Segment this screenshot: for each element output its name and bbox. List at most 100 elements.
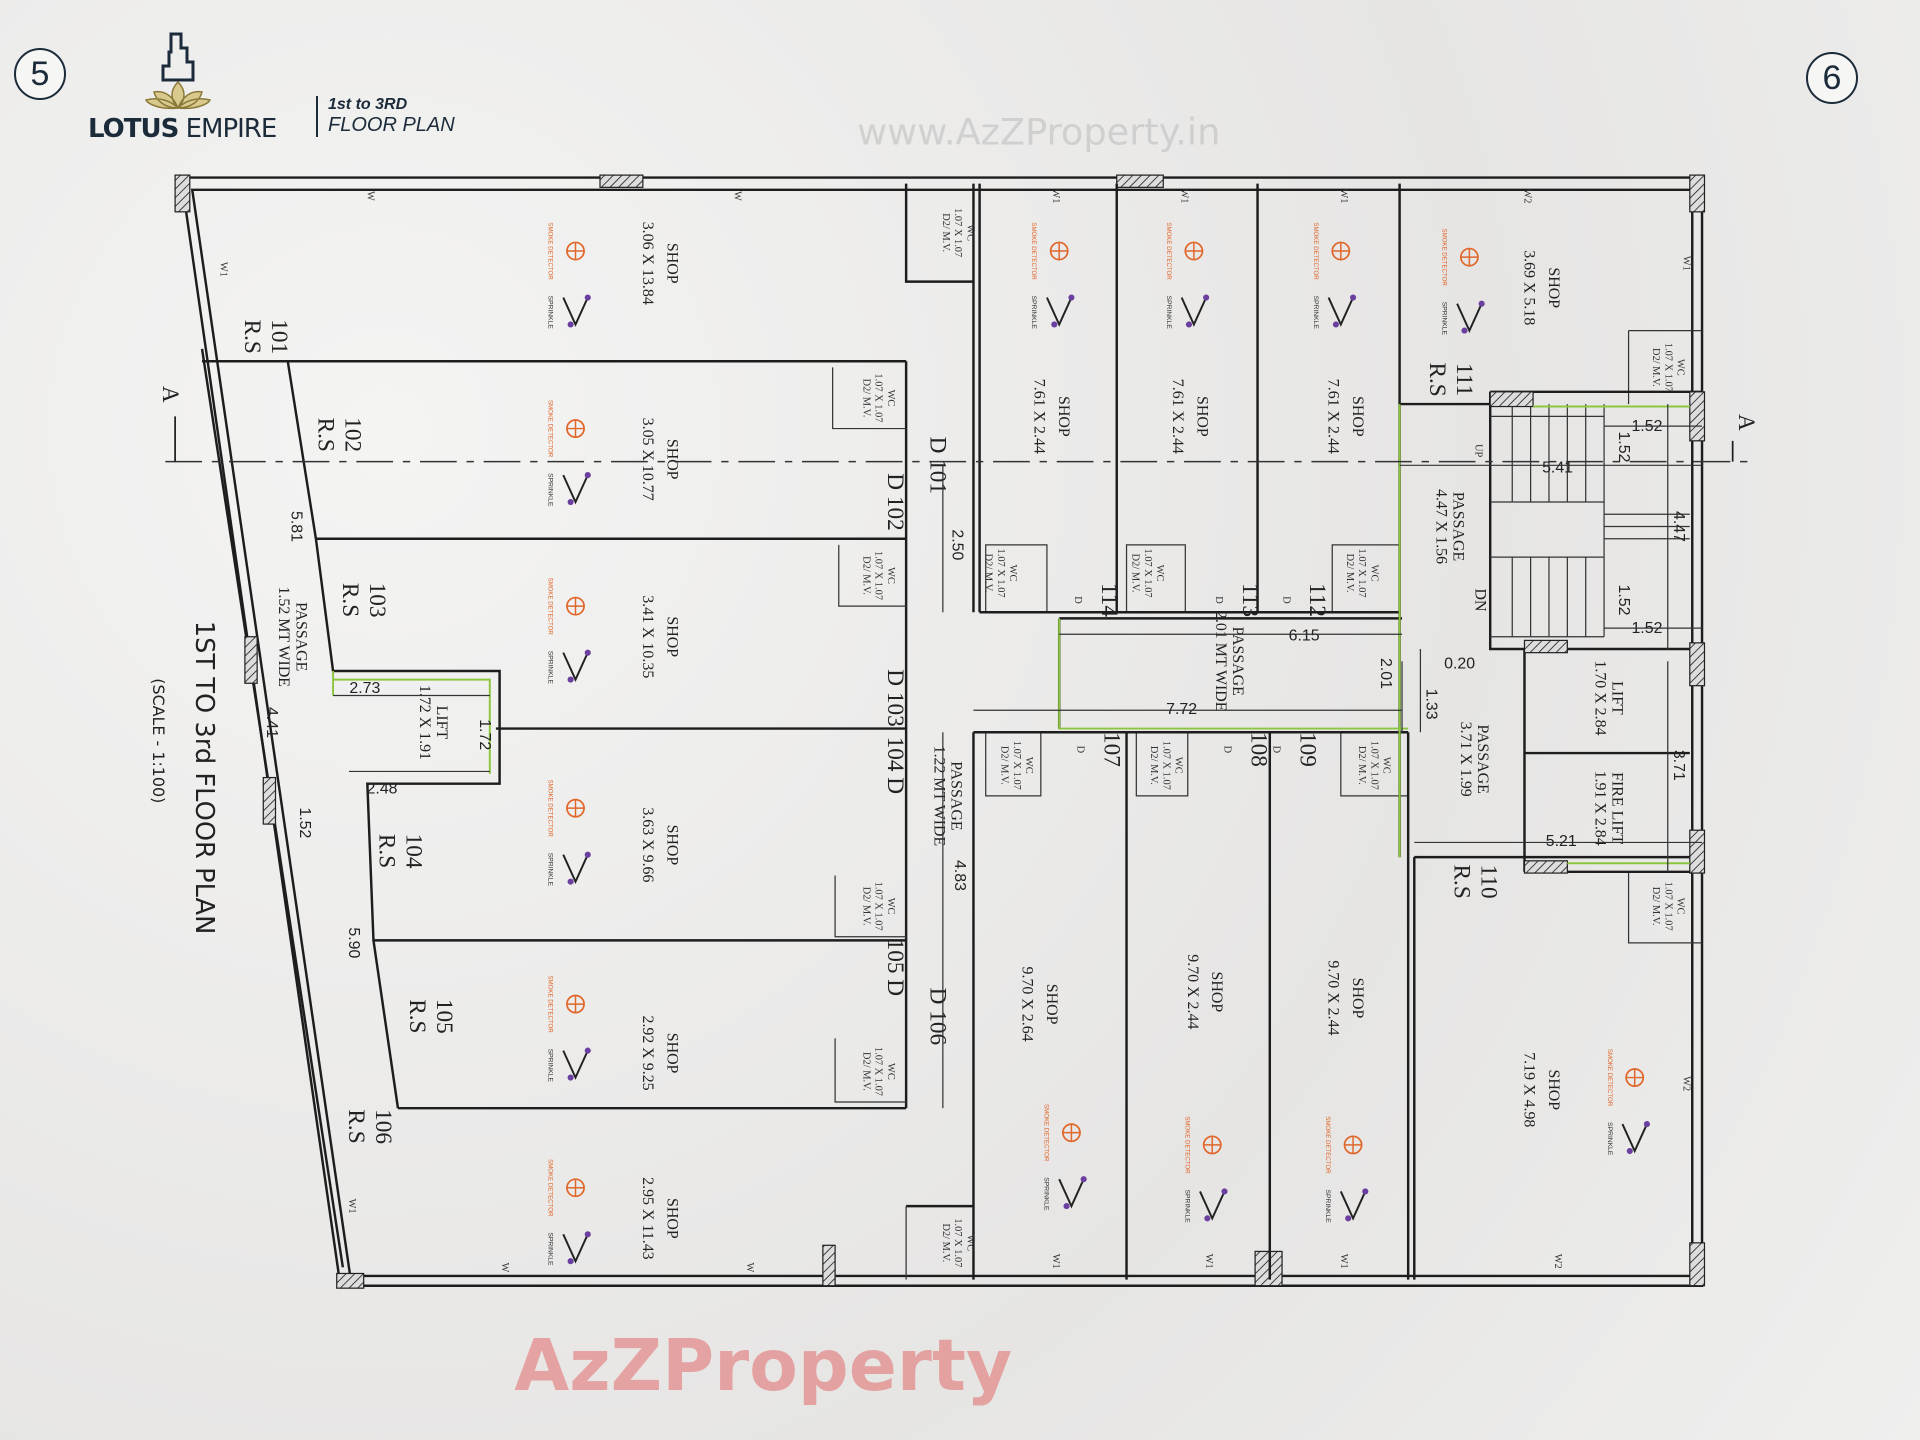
window-label: W2	[1552, 1254, 1563, 1269]
room-size-101: 3.06 X 13.84	[639, 222, 656, 305]
door-mark: D 102	[882, 473, 908, 530]
floor-plan-label: FLOOR PLAN	[328, 114, 455, 136]
wc-label: WC	[1007, 565, 1018, 582]
space-size: 2.01 MT WIDE	[1212, 611, 1229, 712]
sprinkle-label: SPRINKLE	[1440, 302, 1447, 336]
space-size: 1.72 X 1.91	[416, 685, 433, 760]
wc-label: WC	[1368, 565, 1379, 582]
smoke-detector-icon	[566, 419, 585, 438]
wc-label: WC	[964, 1234, 975, 1251]
dimension-label: 5.81	[287, 511, 304, 542]
space-size: 1.70 X 2.84	[1592, 660, 1609, 735]
room-tag-113: D	[1213, 596, 1224, 604]
dimension-label: 0.20	[1444, 656, 1475, 673]
wc-label: WC	[885, 390, 896, 407]
space-name: PASSAGE	[1474, 725, 1491, 794]
stair-up-label: UP	[1473, 444, 1484, 458]
sprinkle-label: SPRINKLE	[1042, 1177, 1049, 1211]
window-label: W	[499, 1262, 510, 1272]
sprinkler-icon	[562, 294, 591, 328]
sprinkle-label: SPRINKLE	[547, 1232, 554, 1266]
room-name-106: SHOP	[663, 1198, 680, 1239]
window-label: W1	[346, 1199, 357, 1214]
sprinkle-label: SPRINKLE	[1183, 1190, 1190, 1224]
room-size-114: 7.61 X 2.44	[1031, 379, 1048, 454]
watermark-logo: AzZProperty	[514, 1324, 1012, 1407]
dimension-label: 2.50	[949, 529, 966, 560]
room-size-106: 2.95 X 11.43	[639, 1177, 656, 1260]
wc-label: 1.07 X 1.07	[1356, 549, 1367, 598]
wc-label: 1.07 X 1.07	[873, 551, 884, 600]
sprinkler-icon	[1180, 294, 1210, 328]
smoke-detector-label: SMOKE DETECTOR	[1165, 222, 1172, 280]
wc-label: D2/ M.V.	[1148, 746, 1159, 785]
wc-label: 1.07 X 1.07	[1160, 741, 1171, 790]
room-number-107: 107	[1098, 732, 1124, 767]
room-tag-102: R.S	[312, 418, 338, 452]
window-label: W1	[217, 262, 228, 277]
window-label: W	[744, 1262, 755, 1272]
wc-label: 1.07 X 1.07	[873, 1047, 884, 1096]
section-marker-right: A	[1733, 414, 1759, 431]
wc-label: WC	[964, 224, 975, 241]
door-mark: 104 D	[882, 737, 908, 794]
space-name: PASSAGE	[1229, 627, 1246, 696]
wc-label: D2/ M.V.	[860, 1052, 871, 1091]
smoke-detector-label: SMOKE DETECTOR	[1030, 222, 1037, 280]
room-name-110: SHOP	[1545, 1069, 1562, 1110]
window-label: W1	[1050, 1254, 1061, 1269]
window-label: W1	[1338, 1254, 1349, 1269]
room-name-109: SHOP	[1349, 978, 1366, 1019]
sprinkle-label: SPRINKLE	[1165, 296, 1172, 330]
room-size-111: 3.69 X 5.18	[1520, 250, 1537, 325]
dimension-label: 1.33	[1423, 689, 1440, 720]
room-name-101: SHOP	[663, 243, 680, 284]
wc-label: D2/ M.V.	[860, 379, 871, 418]
room-tag-114: D	[1072, 596, 1083, 604]
room-number-112: 112	[1304, 583, 1330, 617]
room-number-110: 110	[1476, 865, 1502, 899]
room-name-113: SHOP	[1194, 396, 1211, 437]
room-number-102: 102	[339, 417, 365, 452]
room-number-101: 101	[266, 319, 292, 354]
room-tag-107: D	[1075, 746, 1086, 754]
door-mark: 105 D	[882, 939, 908, 996]
sprinkler-icon	[1058, 1176, 1087, 1210]
sprinkle-label: SPRINKLE	[547, 473, 554, 507]
top-shop-walls	[973, 183, 1491, 858]
room-number-105: 105	[431, 999, 457, 1034]
dimension-label: 4.83	[951, 860, 968, 891]
dimension-label: 1.52	[1615, 431, 1632, 462]
smoke-detector-label: SMOKE DETECTOR	[1606, 1049, 1613, 1107]
space-name: PASSAGE	[1449, 492, 1466, 561]
room-size-102: 3.05 X 10.77	[639, 418, 656, 501]
dimension-label: 6.15	[1289, 627, 1320, 644]
wc-label: 1.07 X 1.07	[873, 373, 884, 422]
wc-label: WC	[1675, 898, 1686, 915]
smoke-detector-icon	[1331, 241, 1351, 261]
smoke-detector-label: SMOKE DETECTOR	[547, 400, 554, 458]
smoke-detector-label: SMOKE DETECTOR	[1042, 1104, 1049, 1162]
dimension-label: 1.52	[296, 807, 313, 838]
room-tag-101: R.S	[239, 320, 265, 354]
smoke-detector-label: SMOKE DETECTOR	[1440, 229, 1447, 287]
room-size-104: 3.63 X 9.66	[639, 807, 656, 882]
smoke-detector-icon	[1459, 247, 1479, 267]
room-tag-109: D	[1270, 746, 1281, 754]
wc-label: WC	[885, 567, 896, 584]
sprinkle-label: SPRINKLE	[547, 651, 554, 685]
room-tag-104: R.S	[374, 834, 400, 868]
smoke-detector-label: SMOKE DETECTOR	[547, 975, 554, 1033]
smoke-detector-label: SMOKE DETECTOR	[547, 577, 554, 635]
space-size: 4.47 X 1.56	[1432, 489, 1449, 564]
sprinkle-label: SPRINKLE	[547, 296, 554, 330]
smoke-detector-icon	[566, 596, 585, 616]
window-label: W2	[1681, 1076, 1692, 1091]
room-size-110: 7.19 X 4.98	[1520, 1052, 1537, 1127]
smoke-detector-label: SMOKE DETECTOR	[547, 1159, 554, 1217]
brand-name: LOTUS EMPIRE	[88, 114, 278, 144]
wc-label: D2/ M.V.	[1344, 554, 1355, 593]
brand-name-light: EMPIRE	[185, 114, 278, 144]
window-label: W2	[1521, 188, 1532, 203]
